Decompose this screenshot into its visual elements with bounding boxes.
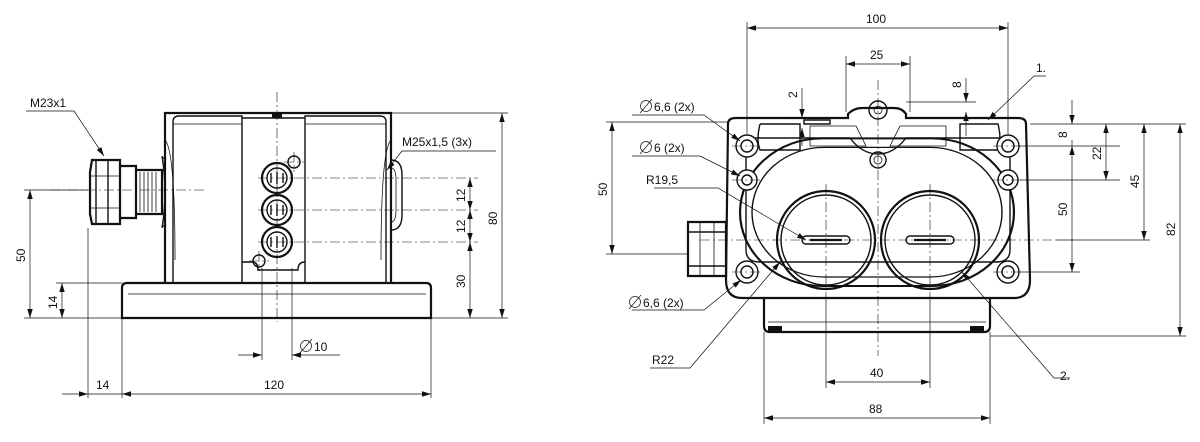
label-dia-10: 10 [314, 340, 328, 354]
label-left-50: 50 [596, 182, 610, 196]
front-view: 100 25 2 8 1. 6,6 (2x) 6 (2x) R19,5 6,6 … [596, 12, 1186, 424]
side-view: M23x1 M25x1,5 (3x) 10 120 14 50 14 80 30… [14, 92, 508, 398]
front-lower-base [762, 298, 992, 334]
label-dim-8-top: 8 [950, 81, 964, 88]
label-right-82: 82 [1164, 222, 1178, 236]
front-inner-chamber [745, 137, 1011, 263]
label-right-45: 45 [1128, 174, 1142, 188]
label-height-80: 80 [486, 211, 500, 225]
label-hole-6-6-bottom: 6,6 (2x) [643, 296, 684, 310]
side-base-plate [120, 281, 433, 320]
label-r19-5: R19,5 [646, 173, 678, 187]
label-width-120: 120 [264, 378, 284, 392]
label-width-100: 100 [866, 12, 886, 26]
front-diameter-symbol-a [639, 98, 653, 114]
label-dim-2: 2 [786, 91, 800, 98]
front-housing-outline [724, 106, 1032, 300]
label-bottom-40: 40 [870, 366, 884, 380]
label-right-8: 8 [1056, 131, 1070, 138]
label-hole-6-6-top: 6,6 (2x) [654, 100, 695, 114]
label-slot-25: 25 [870, 48, 884, 62]
label-m23x1: M23x1 [30, 96, 66, 110]
label-pitch-12-b: 12 [454, 219, 468, 233]
front-side-gland [686, 220, 728, 278]
side-cable-gland [88, 155, 166, 229]
label-hole-6: 6 (2x) [654, 141, 685, 155]
label-callout-2: 2. [1060, 369, 1070, 383]
front-diameter-symbol-c [628, 294, 642, 310]
front-diameter-symbol-b [639, 139, 653, 155]
label-ports-30: 30 [454, 274, 468, 288]
label-bottom-88: 88 [869, 402, 883, 416]
label-m25x1-5: M25x1,5 (3x) [402, 135, 472, 149]
side-right-plug [390, 159, 403, 231]
label-pitch-12-a: 12 [454, 188, 468, 202]
label-r22: R22 [652, 353, 674, 367]
side-diameter-symbol [299, 338, 313, 354]
label-right-22: 22 [1090, 146, 1104, 160]
label-base-14: 14 [46, 295, 60, 309]
label-callout-1: 1. [1036, 61, 1046, 75]
label-offset-14: 14 [96, 378, 110, 392]
label-right-50: 50 [1056, 202, 1070, 216]
label-axis-50: 50 [14, 248, 28, 262]
